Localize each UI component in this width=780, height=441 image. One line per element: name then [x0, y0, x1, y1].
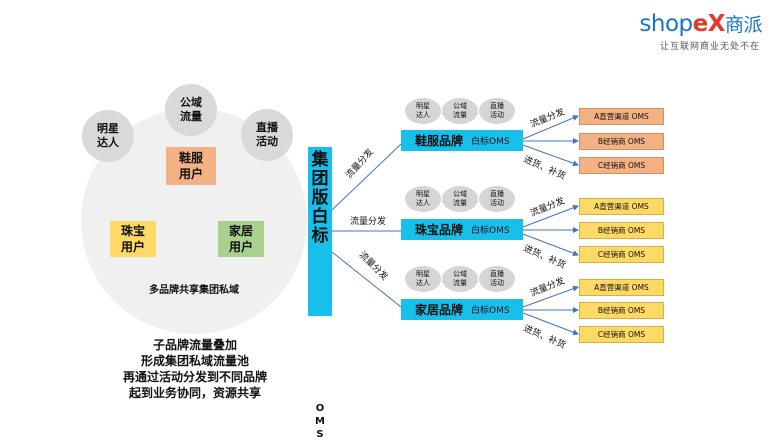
row1-channel-2: B经销商 OMS: [579, 133, 664, 150]
row3-pill-2: 公域 流量: [442, 266, 478, 292]
circle-caption: 多品牌共享集团私域: [149, 285, 239, 296]
row3-oms-label: 白标OMS: [471, 306, 510, 316]
flow-label-mid: 流量分发: [350, 217, 387, 227]
row1-channel-1: A直营渠道 OMS: [579, 108, 664, 125]
row2-brand-box: 珠宝品牌白标OMS: [401, 219, 523, 240]
row3-pill-3: 直播 活动: [479, 266, 515, 292]
row2-channel-1: A直营渠道 OMS: [579, 198, 664, 215]
row1-oms-label: 白标OMS: [471, 137, 510, 147]
logo-wordmark: shopeX商派: [639, 11, 762, 37]
row1-pill-3: 直播 活动: [479, 98, 515, 124]
shopex-logo: shopeX商派 让互联网商业无处不在: [632, 10, 762, 52]
row2-pill-2: 公域 流量: [442, 186, 478, 212]
jewelry-users-box: 珠宝 用户: [110, 221, 156, 257]
row2-pill-1: 明星 达人: [405, 186, 441, 212]
row3-channel-3: C经销商 OMS: [579, 326, 664, 343]
row3-brand-box: 家居品牌白标OMS: [401, 299, 523, 320]
row1-pill-1: 明星 达人: [405, 98, 441, 124]
row2-pill-3: 直播 活动: [479, 186, 515, 212]
row3-brand-name: 家居品牌: [415, 303, 464, 317]
home-users-box: 家居 用户: [218, 221, 264, 257]
row2-oms-label: 白标OMS: [471, 226, 510, 236]
row1-pill-2: 公域 流量: [442, 98, 478, 124]
row2-brand-name: 珠宝品牌: [415, 223, 464, 237]
oms-to-shoes-line: [331, 143, 402, 211]
summary-text: 子品牌流量叠加 形成集团私域流量池 再通过活动分发到不同品牌 起到业务协同，资源…: [122, 338, 267, 400]
row1-brand-name: 鞋服品牌: [415, 134, 464, 148]
row3-channel-2: B经销商 OMS: [579, 302, 664, 319]
star-influencer-bubble: 明星 达人: [82, 110, 134, 162]
row2-channel-3: C经销商 OMS: [579, 246, 664, 263]
public-traffic-bubble: 公域 流量: [165, 84, 217, 136]
oms-to-home-line: [331, 251, 402, 308]
row3-channel-1: A直营渠道 OMS: [579, 279, 664, 296]
logo-slogan: 让互联网商业无处不在: [659, 42, 760, 52]
shoes-users-box: 鞋服 用户: [166, 147, 216, 185]
live-event-bubble: 直播 活动: [241, 109, 293, 161]
oms-title: 集团版白标: [311, 150, 329, 246]
row1-channel-3: C经销商 OMS: [579, 157, 664, 174]
row3-pill-1: 明星 达人: [405, 266, 441, 292]
row2-channel-2: B经销商 OMS: [579, 222, 664, 239]
row1-brand-box: 鞋服品牌白标OMS: [401, 130, 523, 151]
